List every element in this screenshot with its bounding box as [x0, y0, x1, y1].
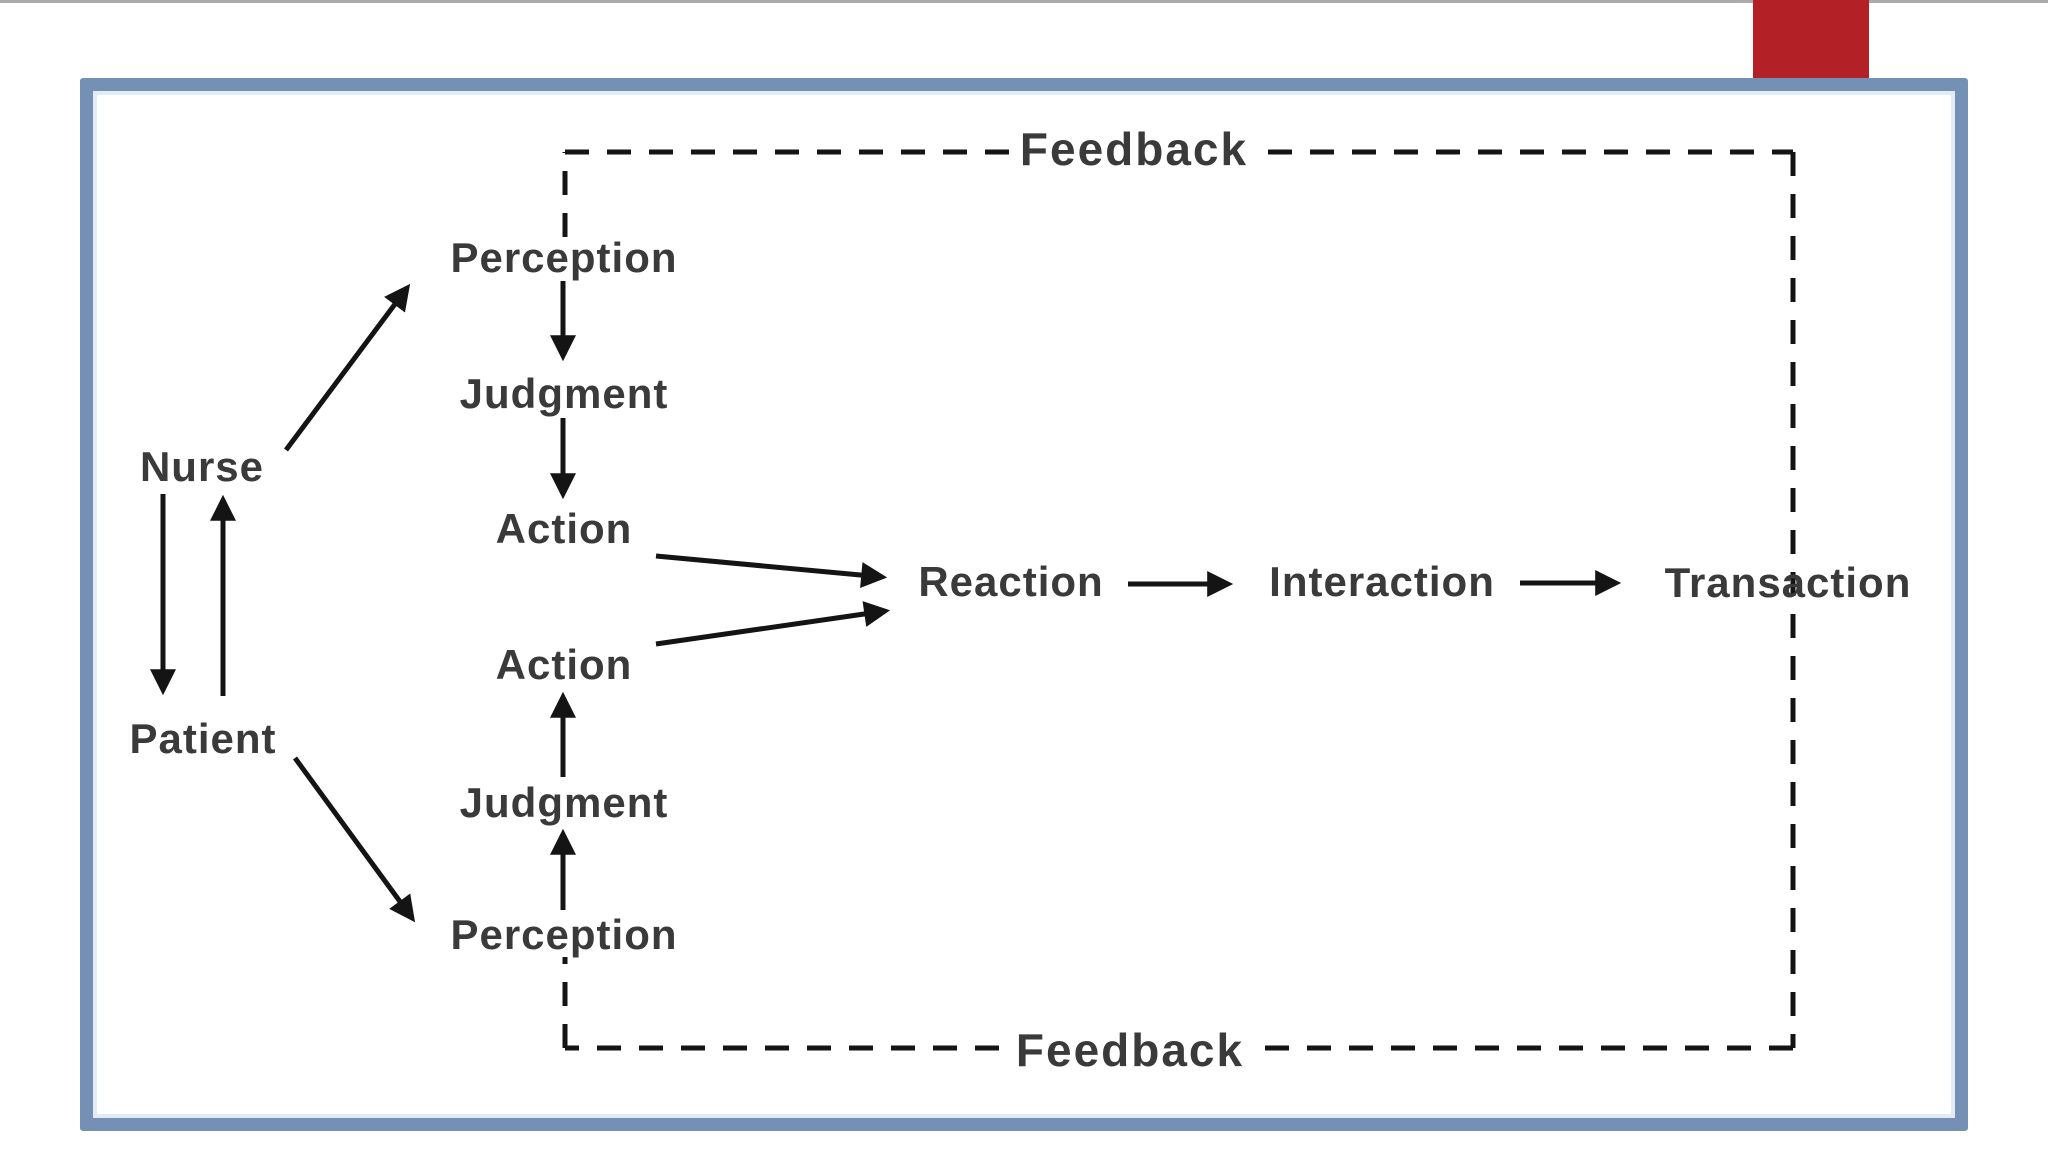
- node-reaction: Reaction: [918, 558, 1104, 605]
- top-edge-line: [0, 0, 2048, 3]
- arrow-patient-to-perception: [292, 756, 416, 923]
- node-patient: Patient: [129, 715, 277, 762]
- node-nurse: Nurse: [139, 443, 265, 490]
- node-interaction: Interaction: [1269, 558, 1495, 605]
- label-feedback-bottom: Feedback: [1015, 1024, 1245, 1076]
- node-judgment-top: Judgment: [459, 370, 669, 417]
- node-action-top: Action: [495, 505, 633, 552]
- diagram-frame: [80, 78, 1968, 1131]
- arrow-action-bottom-to-reaction: [655, 601, 891, 647]
- node-transaction: Transaction: [1664, 559, 1912, 606]
- node-action-bottom: Action: [495, 641, 633, 688]
- arrow-action-top-to-reaction: [655, 553, 888, 589]
- node-perception-top: Perception: [450, 234, 678, 281]
- label-feedback-top: Feedback: [1019, 123, 1249, 175]
- node-judgment-bottom: Judgment: [459, 779, 669, 826]
- node-perception-bottom: Perception: [450, 911, 678, 958]
- slide-accent-rect: [1753, 0, 1869, 79]
- arrow-nurse-to-perception: [283, 283, 411, 452]
